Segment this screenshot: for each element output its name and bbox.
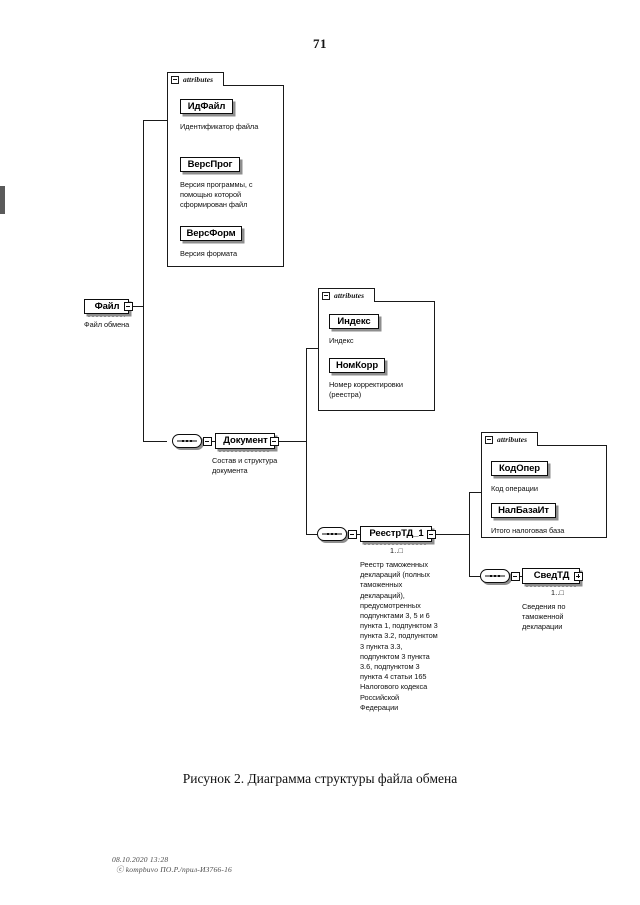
connector-fayl-attributes-vertical xyxy=(143,120,144,306)
expander-minus-icon-reestrtd1-left[interactable] xyxy=(348,530,357,539)
connector-fayl-attributes-horizontal xyxy=(143,120,167,121)
connector-fayl-stub xyxy=(131,306,144,307)
expander-minus-icon-dokument-left[interactable] xyxy=(203,437,212,446)
connector-fayl-dokument-vertical xyxy=(143,306,144,441)
sequence-compositor-reestrtd1[interactable] xyxy=(317,527,347,541)
element-description-reestrtd1: Реестр таможенных деклараций (полных там… xyxy=(360,560,438,712)
attributes-panel-dokument: attributes xyxy=(318,288,435,411)
connector-reestrtd1-attributes-horizontal xyxy=(469,492,481,493)
collapse-icon[interactable] xyxy=(485,435,493,444)
connector-sequence-dokument xyxy=(211,441,217,442)
attribute-node-label: КодОпер xyxy=(498,463,541,474)
sequence-compositor-dokument[interactable] xyxy=(172,434,202,448)
attribute-node-label: ИдФайл xyxy=(187,101,226,112)
attributes-panel-body xyxy=(481,445,607,538)
attributes-panel-tab[interactable]: attributes xyxy=(481,432,538,446)
collapse-icon[interactable] xyxy=(322,291,330,300)
expander-minus-icon-svedtd-left[interactable] xyxy=(511,572,520,581)
connector-dokument-attributes-horizontal xyxy=(306,348,318,349)
figure-caption: Рисунок 2. Диаграмма структуры файла обм… xyxy=(182,771,458,786)
attribute-node-idfayl[interactable]: ИдФайл xyxy=(180,99,233,114)
element-node-label: РеестрТД_1 xyxy=(369,528,424,540)
connector-dokument-spine-stub xyxy=(278,441,306,442)
connector-fayl-dokument-horizontal xyxy=(143,441,167,442)
attribute-node-kodoper[interactable]: КодОпер xyxy=(491,461,548,476)
connector-dokument-spine-vertical xyxy=(306,348,307,534)
cardinality-label-svedtd: 1..□ xyxy=(551,588,565,597)
expander-minus-icon-fayl[interactable] xyxy=(124,302,133,311)
element-node-fayl[interactable]: Файл xyxy=(84,299,129,317)
element-description-svedtd: Сведения по таможенной декларации xyxy=(522,602,566,632)
connector-reestrtd1-spine-vertical xyxy=(469,492,470,576)
attribute-node-nalbazait[interactable]: НалБазаИт xyxy=(491,503,556,518)
footer-path: ⓒ kompbuvo ПО.Р./прил-ИЗ766-16 xyxy=(116,865,232,874)
expander-minus-icon-reestrtd1[interactable] xyxy=(427,530,436,539)
connector-sequence-svedtd xyxy=(519,576,524,577)
attributes-panel-tab[interactable]: attributes xyxy=(167,72,224,86)
element-node-label: Файл xyxy=(94,300,120,312)
element-node-label: Документ xyxy=(223,435,268,447)
sequence-compositor-svedtd[interactable] xyxy=(480,569,510,583)
attribute-description-kodoper: Код операции xyxy=(491,484,538,493)
connector-reestrtd1-svedtd-horizontal xyxy=(469,576,480,577)
attribute-description-nalbazait: Итого налоговая база xyxy=(491,526,565,535)
attribute-description-versprog: Версия программы, с помощью которой сфор… xyxy=(180,180,253,210)
sequence-bar xyxy=(322,533,342,535)
attributes-panel-label: attributes xyxy=(183,75,214,84)
attribute-description-indeks: Индекс xyxy=(329,336,354,345)
cardinality-label-reestrtd1: 1..□ xyxy=(390,546,404,555)
connector-reestrtd1-spine-stub xyxy=(435,534,469,535)
attribute-node-label: НомКорр xyxy=(335,360,379,371)
attributes-panel-label: attributes xyxy=(497,435,528,444)
connector-sequence-reestrtd1 xyxy=(356,534,362,535)
footer-timestamp: 08.10.2020 13:28 xyxy=(112,855,169,864)
attribute-description-idfayl: Идентификатор файла xyxy=(180,122,259,131)
attribute-node-versform[interactable]: ВерсФорм xyxy=(180,226,242,241)
attributes-panel-reestrtd1: attributes xyxy=(481,432,607,538)
page-number: 71 xyxy=(313,36,327,51)
binding-mark xyxy=(0,186,5,214)
attribute-node-label: ВерсФорм xyxy=(186,228,236,239)
sequence-bar xyxy=(177,440,197,442)
attribute-node-label: Индекс xyxy=(337,316,371,327)
connector-dokument-reestr-horizontal xyxy=(306,534,317,535)
element-node-label: СведТД xyxy=(533,570,570,582)
attribute-node-indeks[interactable]: Индекс xyxy=(329,314,379,329)
attributes-panel-label: attributes xyxy=(334,291,365,300)
page-footer: 08.10.2020 13:28 ⓒ kompbuvo ПО.Р./прил-И… xyxy=(112,855,232,875)
attribute-node-label: ВерсПрог xyxy=(187,159,233,170)
attribute-description-versform: Версия формата xyxy=(180,249,238,258)
attribute-description-nomkorr: Номер корректировки (реестра) xyxy=(329,380,403,400)
expander-minus-icon-dokument[interactable] xyxy=(270,437,279,446)
attribute-node-versprog[interactable]: ВерсПрог xyxy=(180,157,240,172)
element-description-dokument: Состав и структура документа xyxy=(212,456,278,476)
attributes-panel-tab[interactable]: attributes xyxy=(318,288,375,302)
element-description-fayl: Файл обмена xyxy=(84,320,130,329)
element-node-dokument[interactable]: Документ xyxy=(215,433,275,452)
element-node-svedtd[interactable]: СведТД xyxy=(522,568,580,587)
element-node-reestrtd1[interactable]: РеестрТД_1 xyxy=(360,526,432,545)
collapse-icon[interactable] xyxy=(171,75,179,84)
expander-plus-icon-svedtd[interactable] xyxy=(574,572,583,581)
attribute-node-label: НалБазаИт xyxy=(498,505,549,516)
sequence-bar xyxy=(485,575,505,577)
attribute-node-nomkorr[interactable]: НомКорр xyxy=(329,358,385,373)
